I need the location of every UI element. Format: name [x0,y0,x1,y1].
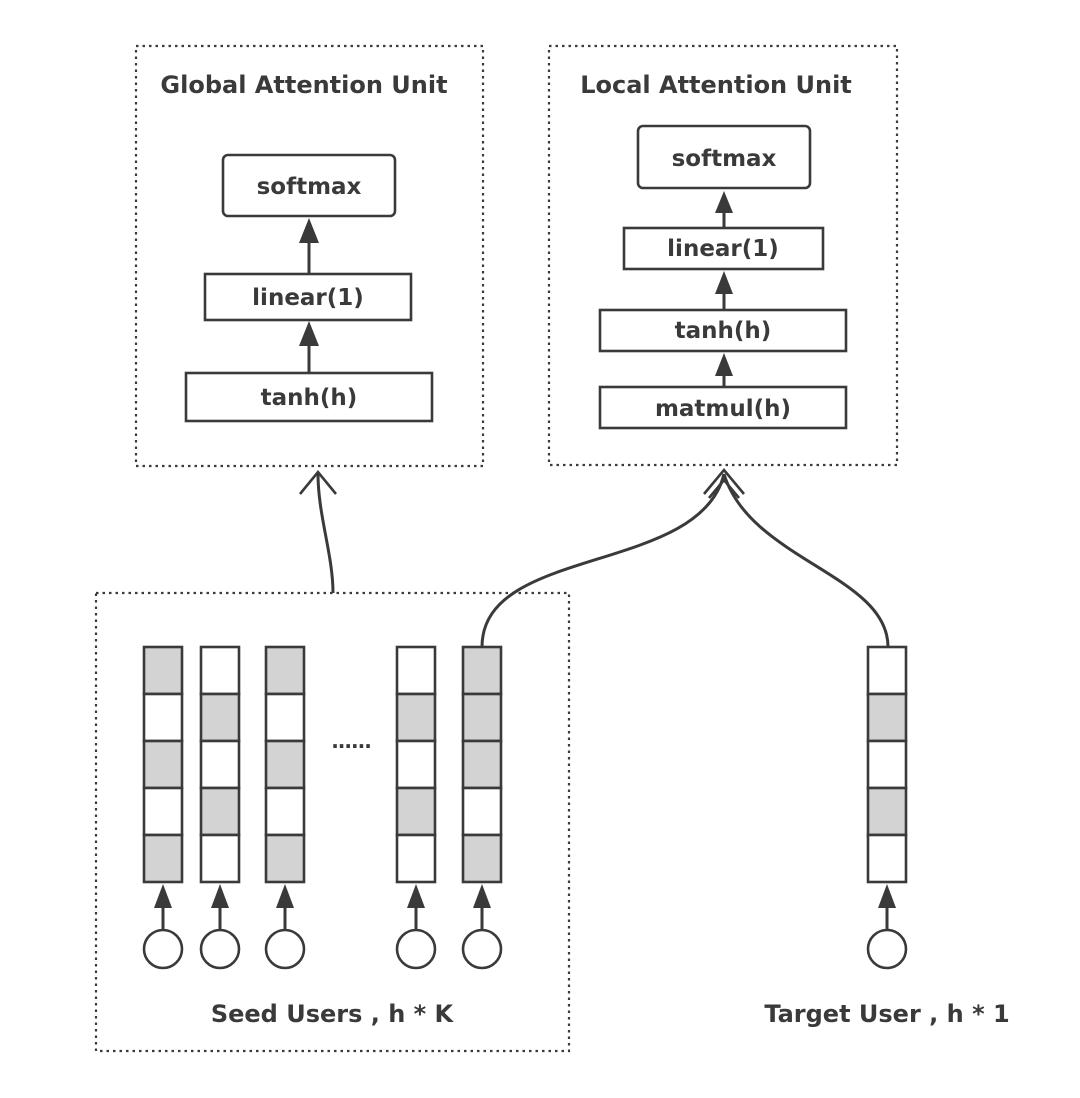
global-tanh-label: tanh(h) [261,385,358,411]
seed-user-1-cell-5 [142,833,184,884]
seed-user-3-cell-5 [264,833,306,884]
seed-user-2-cell-5 [199,833,241,884]
global-attention-unit: Global Attention Unit softmax linear(1) … [134,44,485,468]
seed-user-2-cell-4 [199,786,241,837]
local-matmul-label: matmul(h) [655,396,791,422]
target-user-cell-4 [866,786,908,837]
seed-user-2-vector [199,645,241,970]
seed-user-4-cell-4 [395,786,437,837]
seed-user-5-cell-5 [461,833,503,884]
seed-user-1-cell-4 [142,786,184,837]
local-arrow-matmul-to-tanh [715,353,733,387]
seed-user-1-input-arrowhead [154,884,172,908]
seed-user-1-cell-3 [142,739,184,790]
target-user-input-arrowhead [878,884,896,908]
seed-user-3-cell-4 [264,786,306,837]
seed-user-2-cell-1 [199,645,241,696]
local-arrow-tanh-to-linear [715,271,733,310]
global-arrow-tanh-to-linear [299,321,319,373]
target-user-vector [866,645,908,970]
target-user-cell-1 [866,645,908,696]
global-linear-layer [203,272,413,322]
local-matmul-layer [598,385,848,430]
seed-user-5-input-arrowhead [473,884,491,908]
seed-user-4-input-arrowhead [407,884,425,908]
seed-user-1-input-node [142,928,184,970]
local-linear-label: linear(1) [667,236,779,262]
seed-users-frame [94,591,571,1053]
seed-user-4-cell-1 [395,645,437,696]
seed-user-5-cell-4 [461,786,503,837]
seed-user-2-cell-2 [199,692,241,743]
local-softmax-layer [636,124,812,190]
local-tanh-label: tanh(h) [675,318,772,344]
seed-user-3-vector [264,645,306,970]
seed-user-5-input-node [461,928,503,970]
target-user-cell-3 [866,739,908,790]
seed-user-5-cell-1 [461,645,503,696]
seed-user-1-cell-2 [142,692,184,743]
seed-ellipsis: ...... [331,729,371,753]
seed-user-4-vector [395,645,437,970]
seed-user-5-cell-3 [461,739,503,790]
seed-user-4-cell-2 [395,692,437,743]
global-linear-label: linear(1) [252,285,364,311]
seed-user-3-cell-1 [264,645,306,696]
local-input-arrowheads [703,467,745,499]
seed-user-2-input-node [199,928,241,970]
global-softmax-label: softmax [257,174,362,200]
seed-to-global-arrow [298,469,338,594]
target-user-caption: Target User , h * 1 [764,1000,1009,1028]
local-arrow-linear-to-softmax [715,191,733,228]
seed-user-3-cell-3 [264,739,306,790]
seed-user-4-input-node [395,928,437,970]
seed-user-3-cell-2 [264,692,306,743]
seed-users-group: ...... Seed Users , h * K [94,591,571,1053]
seed-user-4-cell-5 [395,833,437,884]
target-user-input-node [866,928,908,970]
local-unit-title: Local Attention Unit [580,71,852,99]
seed-user-1-vector [142,645,184,970]
target-user-cell-5 [866,833,908,884]
global-unit-title: Global Attention Unit [160,71,447,99]
global-arrow-linear-to-softmax [299,218,319,274]
seed-user-5-cell-2 [461,692,503,743]
seed-to-local-arrow [480,473,726,648]
seed-user-4-cell-3 [395,739,437,790]
local-softmax-label: softmax [672,146,777,172]
seed-users-caption: Seed Users , h * K [211,1000,455,1028]
seed-user-3-input-node [264,928,306,970]
seed-user-1-cell-1 [142,645,184,696]
target-user-group: Target User , h * 1 [764,645,1010,1028]
seed-user-2-input-arrowhead [211,884,229,908]
seed-user-2-cell-3 [199,739,241,790]
seed-user-3-input-arrowhead [276,884,294,908]
target-to-local-arrow [722,473,890,648]
local-attention-unit: Local Attention Unit softmax linear(1) t… [547,44,899,467]
local-linear-layer [622,226,825,271]
target-user-cell-2 [866,692,908,743]
global-softmax-layer [221,153,397,218]
seed-user-5-vector [461,645,503,970]
